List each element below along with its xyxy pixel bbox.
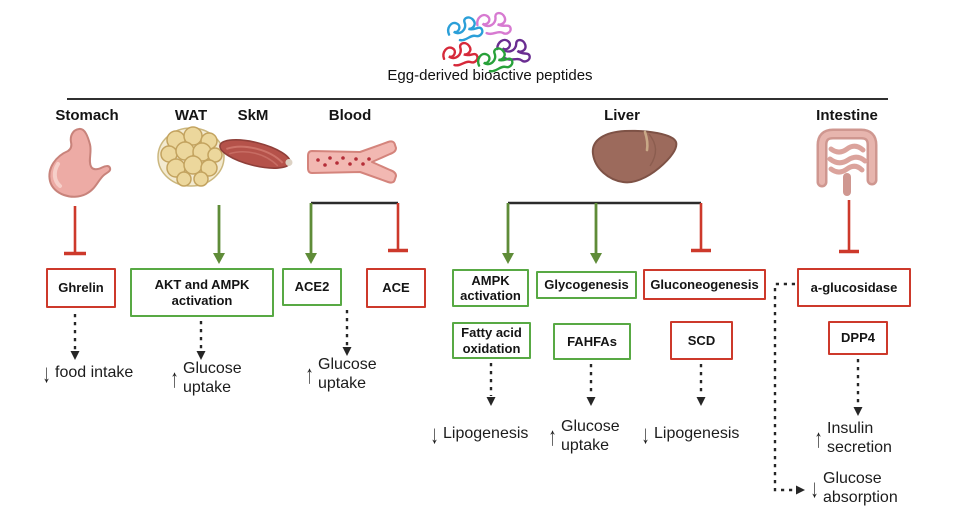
box-scd: SCD	[670, 321, 733, 360]
outcome-lipogenesis-scd: ↓ Lipogenesis	[639, 419, 740, 449]
box-ghrelin-label: Ghrelin	[58, 280, 104, 296]
up-arrow-icon: ↑	[814, 423, 823, 454]
box-ace2: ACE2	[282, 268, 342, 306]
outcome-food-intake: ↓ food intake	[40, 358, 134, 388]
wat-adipose-icon	[157, 126, 225, 187]
down-arrow-icon: ↓	[430, 419, 439, 449]
box-fahfas-label: FAHFAs	[567, 333, 617, 349]
peptide-squiggles-icon	[441, 9, 535, 75]
box-fatty-acid-oxidation: Fatty acid oxidation	[452, 322, 531, 359]
down-arrow-icon: ↓	[42, 358, 51, 388]
organ-label-liver: Liver	[604, 107, 640, 124]
outcome-food-intake-label: food intake	[55, 363, 134, 381]
outcome-glucose-absorption-label: Glucose absorption	[823, 470, 898, 506]
diagram-title: Egg-derived bioactive peptides	[387, 67, 593, 84]
up-arrow-icon: ↑	[170, 363, 179, 394]
outcome-glucose-uptake-liver-label: Glucose uptake	[561, 418, 620, 454]
outcome-glucose-uptake-blood-label: Glucose uptake	[318, 356, 377, 392]
box-ampk-label: AMPK activation	[460, 272, 521, 303]
box-glycogenesis-label: Glycogenesis	[544, 277, 629, 293]
box-fatty-acid-oxidation-label: Fatty acid oxidation	[461, 325, 522, 356]
box-ghrelin: Ghrelin	[46, 268, 116, 308]
outcome-glucose-uptake-wat-skm: ↑ Glucose uptake	[168, 360, 261, 398]
stomach-icon	[48, 127, 112, 198]
box-ampk-activation: AMPK activation	[452, 269, 529, 307]
header-divider	[67, 98, 888, 100]
liver-icon	[591, 129, 678, 184]
organ-label-wat: WAT	[174, 107, 208, 124]
organ-label-skm: SkM	[237, 107, 269, 124]
box-gluconeogenesis: Gluconeogenesis	[643, 269, 766, 300]
outcome-insulin-secretion: ↑ Insulin secretion	[812, 420, 905, 458]
box-glycogenesis: Glycogenesis	[536, 271, 637, 299]
box-dpp4: DPP4	[828, 321, 888, 355]
box-a-glucosidase: a-glucosidase	[797, 268, 911, 307]
intestine-icon	[816, 128, 878, 196]
box-a-glucosidase-label: a-glucosidase	[810, 279, 898, 295]
outcome-insulin-secretion-label: Insulin secretion	[827, 420, 892, 456]
outcome-glucose-uptake-liver: ↑ Glucose uptake	[546, 418, 639, 456]
organ-label-intestine: Intestine	[816, 107, 878, 124]
box-ace-label: ACE	[382, 280, 410, 296]
box-akt-ampk-activation: AKT and AMPK activation	[130, 268, 274, 317]
outcome-lipogenesis-fao: ↓ Lipogenesis	[428, 419, 529, 449]
blood-vessel-icon	[307, 140, 397, 184]
down-arrow-icon: ↓	[641, 419, 650, 449]
box-fahfas: FAHFAs	[553, 323, 631, 360]
box-scd-label: SCD	[687, 332, 716, 348]
outcome-glucose-absorption: ↓ Glucose absorption	[808, 470, 913, 508]
outcome-lipogenesis-fao-label: Lipogenesis	[443, 424, 529, 442]
box-ace2-label: ACE2	[294, 279, 330, 295]
box-akt-ampk-label: AKT and AMPK activation	[154, 277, 250, 308]
organ-label-blood: Blood	[328, 107, 372, 124]
organ-label-stomach: Stomach	[55, 107, 119, 124]
outcome-lipogenesis-scd-label: Lipogenesis	[654, 424, 740, 442]
up-arrow-icon: ↑	[305, 359, 314, 390]
box-ace: ACE	[366, 268, 426, 308]
up-arrow-icon: ↑	[548, 421, 557, 452]
outcome-glucose-uptake-wat-skm-label: Glucose uptake	[183, 360, 242, 396]
skm-muscle-icon	[219, 139, 293, 169]
down-arrow-icon: ↓	[810, 473, 819, 504]
outcome-glucose-uptake-blood: ↑ Glucose uptake	[303, 356, 396, 394]
box-dpp4-label: DPP4	[841, 330, 875, 346]
box-gluconeogenesis-label: Gluconeogenesis	[650, 276, 759, 292]
